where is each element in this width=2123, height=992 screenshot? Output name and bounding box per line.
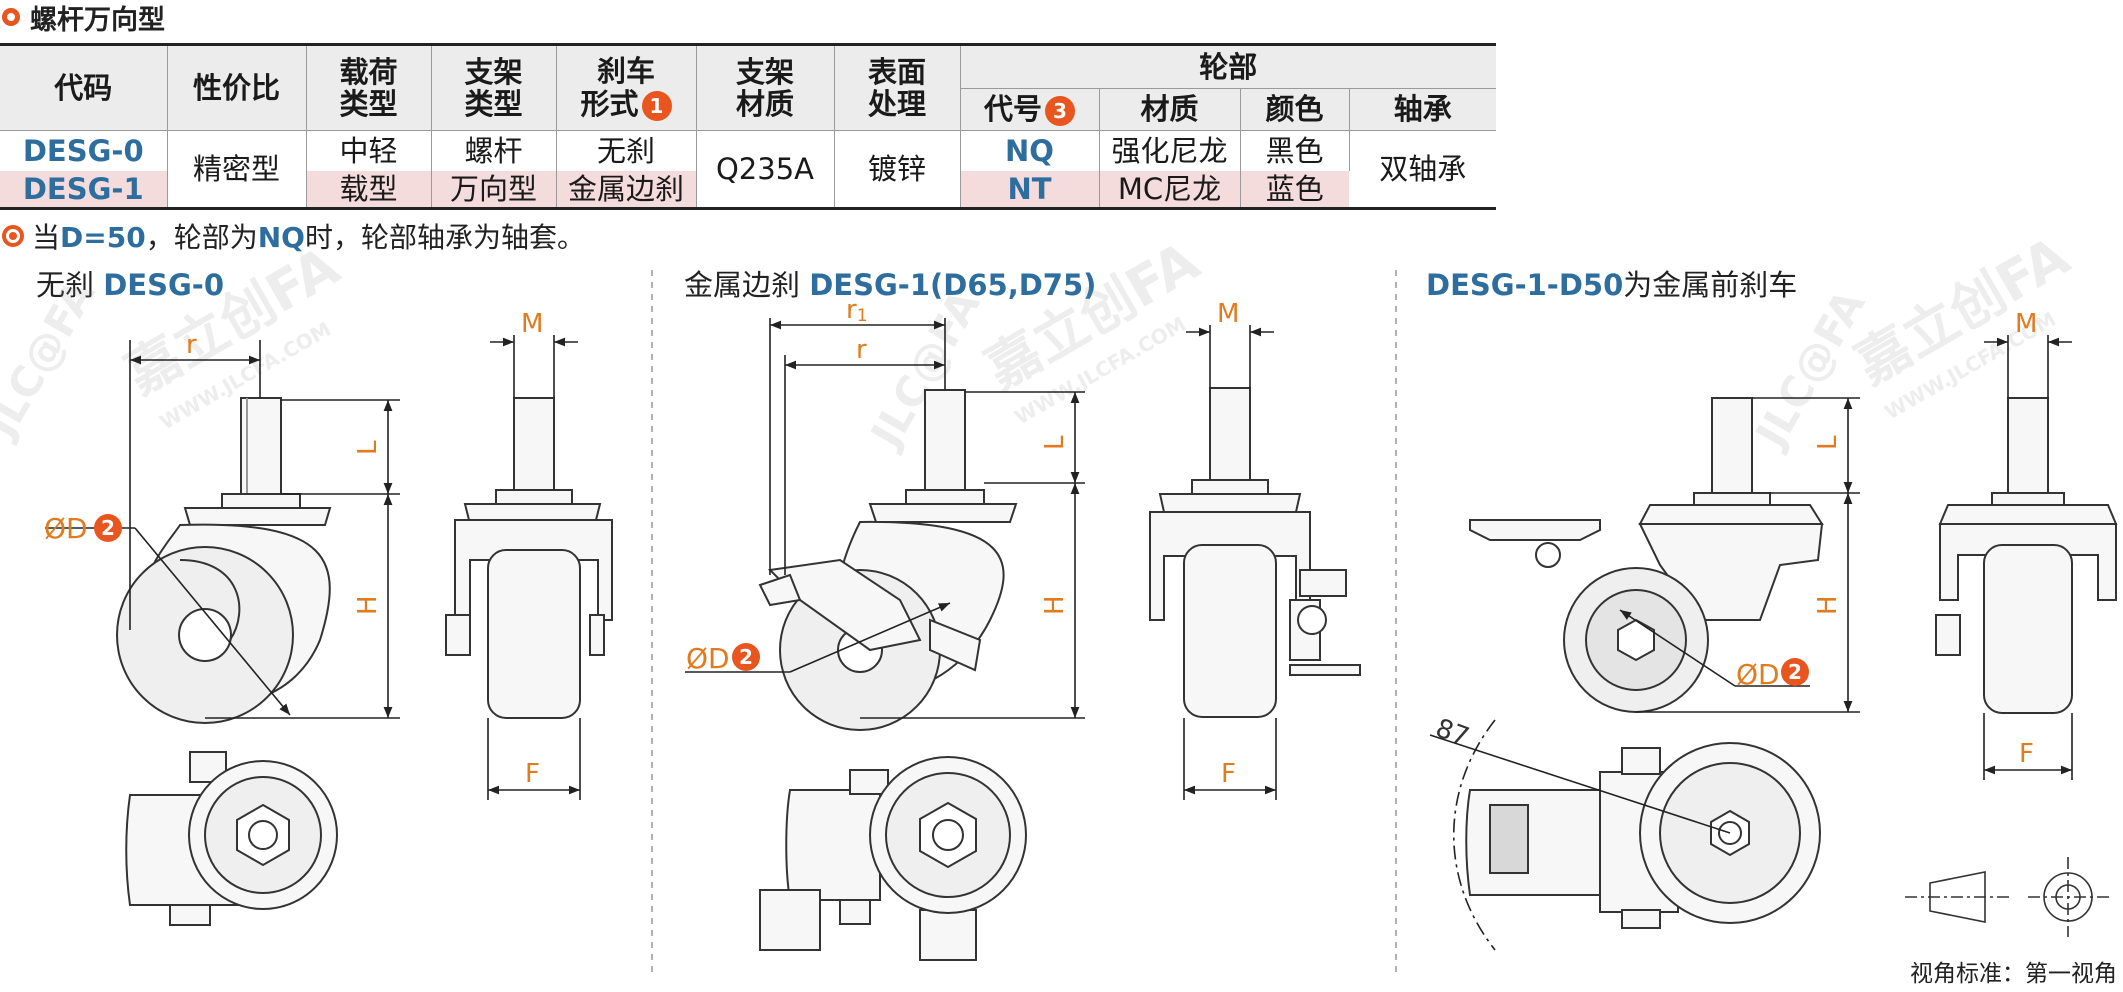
cell-bearing: 双轴承	[1379, 151, 1467, 186]
header-wheel-color: 颜色	[1240, 88, 1350, 131]
dim-h: H	[1040, 595, 1070, 615]
badge-1: 1	[641, 90, 672, 121]
dim-m: M	[521, 309, 543, 339]
cell-wheel-code: NQ	[960, 130, 1100, 171]
dim-d: ØD	[44, 512, 88, 545]
dim-l: L	[1040, 435, 1070, 450]
header-code: 代码	[0, 43, 168, 131]
dim-h: H	[1813, 595, 1843, 615]
svg-text:2: 2	[739, 645, 753, 669]
cell-wheel-color: 蓝色	[1240, 170, 1349, 209]
cell-load-type-1: 中轻	[306, 130, 432, 171]
variant-heading-desg-1-d50: DESG-1-D50为金属前刹车	[1426, 268, 1798, 302]
desg-1-d50-bottom-view	[1465, 742, 1821, 929]
cell-surface: 镀锌	[834, 130, 961, 209]
dim-h: H	[353, 595, 383, 615]
row-code: DESG-0	[0, 130, 168, 171]
header-value: 性价比	[167, 43, 307, 131]
badge-2	[732, 643, 760, 671]
cell-wheel-material: 强化尼龙	[1099, 130, 1241, 171]
dim-m: M	[1217, 299, 1239, 329]
svg-text:2: 2	[1788, 660, 1802, 684]
variant-heading-desg-0: 无刹 DESG-0	[36, 268, 225, 302]
dim-f: F	[525, 759, 540, 789]
badge-3: 3	[1045, 96, 1075, 126]
dim-f: F	[2019, 739, 2034, 769]
cell-brake: 无刹	[556, 130, 697, 171]
dim-d: ØD	[1736, 658, 1780, 691]
header-bracket-material: 支架 材质	[696, 43, 835, 131]
dim-d: ØD	[686, 642, 730, 675]
projection-symbol-icon	[1905, 857, 2110, 937]
cell-load-type-2: 载型	[306, 170, 432, 209]
variant-heading-desg-1: 金属边刹 DESG-1(D65,D75)	[684, 268, 1097, 302]
section-title-text: 螺杆万向型	[30, 4, 165, 36]
ring-bullet-icon	[2, 8, 20, 26]
badge-2	[94, 514, 122, 542]
svg-text:2: 2	[101, 516, 115, 540]
desg-0-bottom-view	[125, 751, 338, 926]
desg-0-front-view	[445, 397, 613, 719]
cell-bracket-type-2: 万向型	[431, 170, 557, 209]
badge-2	[1781, 658, 1809, 686]
header-bracket-type: 支架 类型	[431, 43, 557, 131]
header-wheel: 轮部	[960, 43, 1497, 89]
cell-bracket-material: Q235A	[696, 130, 835, 209]
desg-1-d50-front-view	[1935, 397, 2118, 714]
header-bearing: 轴承	[1349, 88, 1497, 131]
dim-r: r	[186, 330, 197, 360]
cell-wheel-code: NT	[960, 170, 1100, 209]
cell-wheel-color: 黑色	[1240, 130, 1350, 171]
header-surface: 表面 处理	[834, 43, 961, 131]
section-title: 螺杆万向型	[2, 0, 165, 36]
dim-f: F	[1221, 759, 1236, 789]
desg-1-front-view	[1149, 387, 1361, 718]
dim-r1: r1	[846, 295, 868, 326]
dimension-labels: r L H ØD 2 M F r1 r L H ØD 2 M F L H ØD …	[44, 295, 2037, 789]
target-bullet-icon	[2, 225, 24, 247]
dim-l: L	[353, 440, 383, 455]
dim-r: r	[856, 335, 867, 365]
bearing-note: 当D=50，轮部为NQ时，轮部轴承为轴套。	[2, 218, 585, 254]
row-code: DESG-1	[0, 170, 168, 209]
dim-m: M	[2015, 309, 2037, 339]
cell-value: 精密型	[167, 130, 307, 209]
desg-1-d50-side-view	[1469, 397, 1824, 713]
header-load-type: 载荷 类型	[306, 43, 432, 131]
table-row: DESG-0 精密型 中轻 螺杆 无刹 Q235A 镀锌 NQ 强化尼龙 黑色 …	[0, 130, 1496, 209]
dim-l: L	[1813, 435, 1843, 450]
cell-bracket-type-1: 螺杆	[431, 130, 557, 171]
watermark: 嘉立创FA WWW.JLCFA.COM JLC@FA 嘉立创FA WWW.JLC…	[0, 224, 2080, 457]
projection-standard: 视角标准：第一视角	[1910, 961, 2117, 987]
desg-1-side-view	[758, 389, 1018, 731]
desg-1-bottom-view	[759, 756, 1027, 961]
desg-0-side-view	[116, 397, 332, 724]
svg-text:JLC@FA: JLC@FA	[1745, 281, 1875, 457]
svg-text:JLC@FA: JLC@FA	[0, 271, 105, 447]
header-wheel-material: 材质	[1099, 88, 1241, 131]
cell-brake: 金属边刹	[556, 170, 697, 209]
cell-wheel-material: MC尼龙	[1099, 170, 1241, 209]
table-row: DESG-1 载型 万向型 金属边刹 NT MC尼龙 蓝色	[0, 170, 1496, 209]
